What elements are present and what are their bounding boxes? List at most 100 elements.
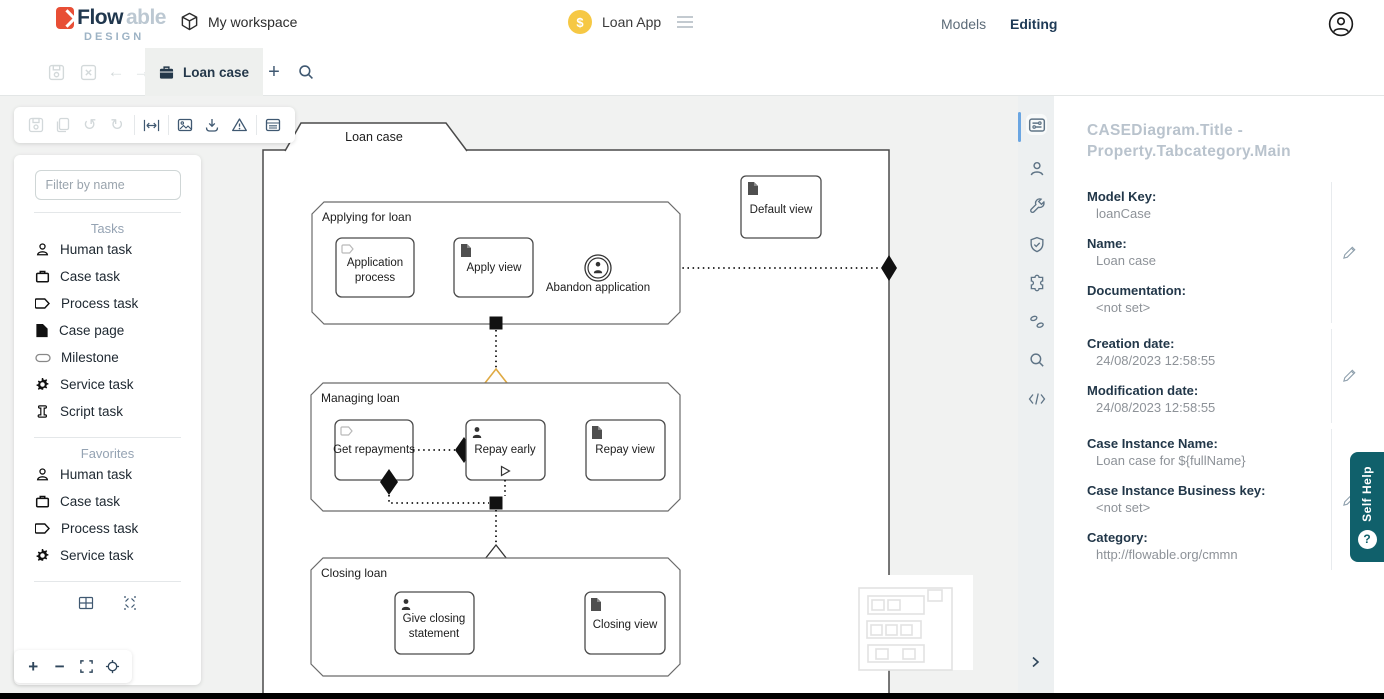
palette-item-process-task[interactable]: Process task <box>14 290 201 317</box>
favorite-item-case-task[interactable]: Case task <box>14 488 201 515</box>
human-task-icon <box>36 468 49 481</box>
redo-button[interactable]: ↻ <box>110 117 124 134</box>
minimap[interactable] <box>818 575 973 671</box>
zoom-controls: + − <box>14 650 132 683</box>
task-repay-view[interactable]: Repay view <box>585 419 666 481</box>
palette-section-title: Favorites <box>80 446 135 461</box>
human-task-icon <box>401 599 411 610</box>
properties-icon-strip <box>1018 96 1054 699</box>
script-task-icon <box>37 405 48 418</box>
save-model-icon[interactable] <box>46 62 66 82</box>
favorite-item-human-task[interactable]: Human task <box>14 461 201 488</box>
svg-text:Get repayments: Get repayments <box>333 444 415 456</box>
favorite-item-process-task[interactable]: Process task <box>14 515 201 542</box>
task-apply-view[interactable]: Apply view <box>453 237 534 298</box>
property-case-instance-business-key: Case Instance Business key: <not set> <box>1087 483 1266 515</box>
app-selector[interactable]: $ Loan App <box>568 10 694 34</box>
new-tab-button[interactable]: + <box>268 60 280 83</box>
palette-section-title: Tasks <box>90 221 125 236</box>
editor-main: Loan case Default view Applying for loan <box>0 96 1384 699</box>
collapse-panel-chevron[interactable] <box>1027 654 1043 675</box>
attributes-panel-icon[interactable] <box>1026 114 1047 135</box>
search-panel-icon[interactable] <box>1026 349 1047 370</box>
palette-grid-view-button[interactable] <box>75 592 97 614</box>
center-canvas-button[interactable] <box>102 656 124 678</box>
save-button[interactable] <box>22 113 49 137</box>
task-get-repayments[interactable]: Get repayments <box>333 419 415 481</box>
workspace-switcher[interactable]: My workspace <box>180 12 297 31</box>
task-give-closing-statement[interactable]: Give closing statement <box>394 591 475 655</box>
svg-text:Repay early: Repay early <box>474 444 536 456</box>
search-models-button[interactable] <box>294 60 318 84</box>
extensions-panel-icon[interactable] <box>1026 272 1047 293</box>
svg-text:Give closing: Give closing <box>403 613 466 625</box>
stage-managing-loan[interactable]: Managing loan Get repayments <box>310 382 681 512</box>
palette-item-human-task[interactable]: Human task <box>14 236 201 263</box>
palette-item-milestone[interactable]: Milestone <box>14 344 201 371</box>
stage-applying-for-loan[interactable]: Applying for loan Application process Ap… <box>311 201 681 330</box>
property-case-instance-name: Case Instance Name: Loan case for ${full… <box>1087 436 1246 468</box>
canvas-toolbar: ↺ ↻ <box>14 107 295 143</box>
undo-button[interactable]: ↺ <box>83 117 97 134</box>
palette-item-case-task[interactable]: Case task <box>14 263 201 290</box>
svg-text:Applying for loan: Applying for loan <box>322 210 411 224</box>
zoom-out-button[interactable]: − <box>54 656 65 676</box>
event-abandon-application[interactable]: Abandon application <box>546 254 650 294</box>
edit-pencil-icon[interactable] <box>1342 245 1357 265</box>
tab-loan-case[interactable]: Loan case <box>145 48 263 96</box>
app-menu-icon[interactable] <box>677 16 694 28</box>
process-task-icon <box>341 244 354 254</box>
task-repay-early[interactable]: Repay early <box>465 419 546 481</box>
self-help-button[interactable]: Self Help ? <box>1350 452 1384 562</box>
panel-toggle-button[interactable] <box>260 113 287 137</box>
security-panel-icon[interactable] <box>1026 234 1047 255</box>
settings-wrench-panel-icon[interactable] <box>1026 196 1047 217</box>
palette-filter-input[interactable] <box>34 170 181 200</box>
cube-icon <box>181 12 198 31</box>
svg-text:process: process <box>355 272 396 284</box>
copy-button[interactable] <box>49 113 76 137</box>
fit-width-button[interactable] <box>137 113 164 137</box>
back-arrow-icon[interactable]: ← <box>107 62 125 81</box>
user-event-icon <box>593 261 603 274</box>
stage-closing-loan[interactable]: Closing loan Give closing statement <box>310 557 681 677</box>
collapse-palette-icon[interactable] <box>119 592 141 614</box>
active-tab-indicator <box>1018 112 1021 142</box>
palette-item-script-task[interactable]: Script task <box>14 398 201 425</box>
cmmn-canvas[interactable]: Loan case Default view Applying for loan <box>0 96 1384 699</box>
palette-item-case-page[interactable]: Case page <box>14 317 201 344</box>
download-button[interactable] <box>199 113 226 137</box>
svg-text:Closing view: Closing view <box>593 619 658 631</box>
svg-text:Apply view: Apply view <box>467 262 523 274</box>
task-application-process[interactable]: Application process <box>335 237 415 298</box>
fit-to-screen-button[interactable] <box>75 656 97 678</box>
task-closing-view[interactable]: Closing view <box>584 591 666 655</box>
exit-criterion-case[interactable] <box>881 255 897 281</box>
export-image-button[interactable] <box>172 113 199 137</box>
flowable-logo-icon <box>56 7 75 29</box>
steps-panel-icon[interactable] <box>1026 311 1047 332</box>
svg-text:Managing loan: Managing loan <box>321 391 400 405</box>
exit-criterion-stage1[interactable] <box>489 316 503 330</box>
task-default-view[interactable]: Default view <box>740 175 822 239</box>
service-task-icon <box>36 548 49 561</box>
tab-label: Loan case <box>183 64 250 80</box>
process-task-icon <box>340 426 353 436</box>
zoom-in-button[interactable]: + <box>28 656 39 676</box>
close-model-icon[interactable] <box>78 62 98 82</box>
palette-item-service-task[interactable]: Service task <box>14 371 201 398</box>
edit-pencil-icon[interactable] <box>1342 368 1357 388</box>
exit-criterion-stage2[interactable] <box>489 496 503 510</box>
property-documentation: Documentation: <not set> <box>1087 283 1186 315</box>
milestone-icon <box>35 353 51 362</box>
user-avatar[interactable] <box>1328 11 1354 42</box>
exit-criterion-get-repayments[interactable] <box>380 469 398 495</box>
nav-models[interactable]: Models <box>941 16 987 32</box>
identity-panel-icon[interactable] <box>1026 158 1047 179</box>
process-task-icon <box>35 523 50 534</box>
favorite-item-service-task[interactable]: Service task <box>14 542 201 569</box>
nav-editing[interactable]: Editing <box>1010 16 1058 32</box>
code-panel-icon[interactable] <box>1026 388 1047 409</box>
validation-warning-button[interactable] <box>226 113 253 137</box>
